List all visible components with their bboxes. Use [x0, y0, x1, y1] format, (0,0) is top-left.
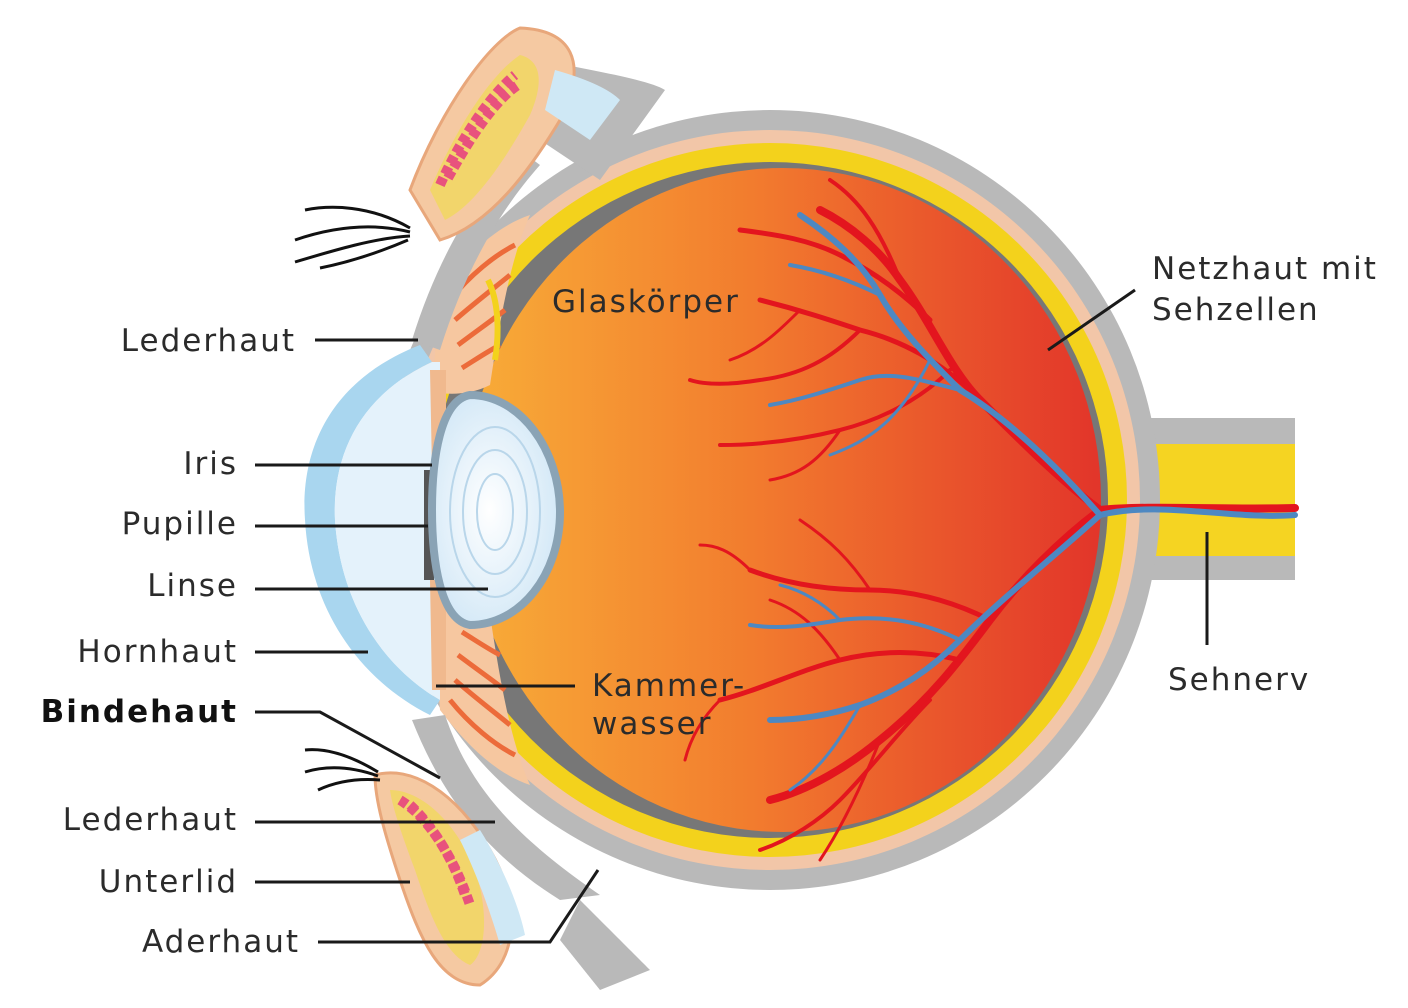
label-iris: Iris — [183, 446, 238, 482]
label-kammerwasser-2: wasser — [592, 706, 712, 742]
label-linse: Linse — [147, 568, 238, 604]
label-sehnerv: Sehnerv — [1168, 662, 1310, 698]
label-netzhaut-2: Sehzellen — [1152, 292, 1320, 328]
label-kammerwasser-1: Kammer- — [592, 668, 746, 704]
label-aderhaut: Aderhaut — [142, 924, 300, 960]
label-unterlid: Unterlid — [99, 864, 238, 900]
label-netzhaut-1: Netzhaut mit — [1152, 251, 1378, 287]
label-hornhaut: Hornhaut — [77, 634, 238, 670]
label-bindehaut: Bindehaut — [41, 694, 238, 730]
label-lederhaut-top: Lederhaut — [121, 323, 296, 359]
label-pupille: Pupille — [122, 506, 238, 542]
label-lederhaut-bottom: Lederhaut — [63, 802, 238, 838]
label-glaskoerper: Glaskörper — [552, 284, 740, 320]
